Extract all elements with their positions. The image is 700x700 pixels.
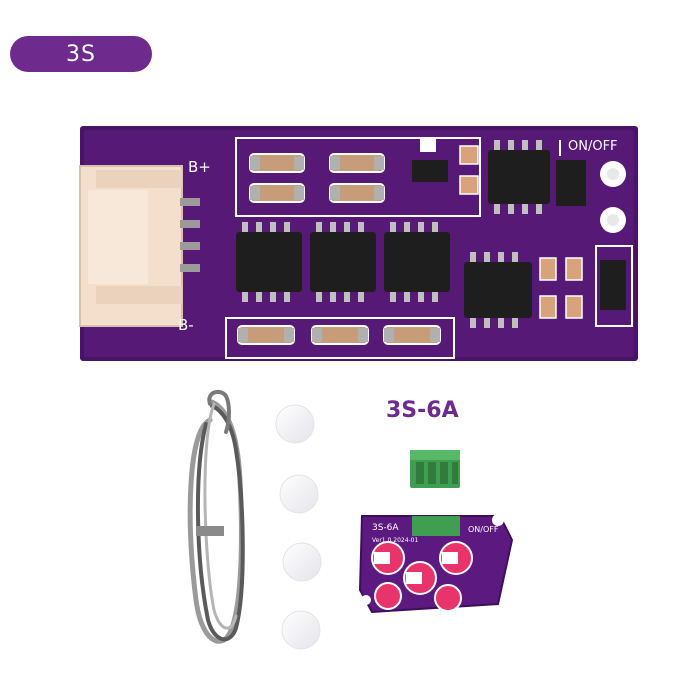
small-board-switch-label: ON/OFF (468, 525, 499, 534)
product-label: 3S-6A (386, 398, 459, 423)
foam-pad-4 (281, 610, 321, 650)
foam-pad-2 (279, 474, 319, 514)
foam-pad-1 (275, 404, 315, 444)
small-board-title: 3S-6A (372, 523, 399, 533)
capacitor-board: 3S-6A ON/OFF Ver1.0 2024-01 (358, 514, 514, 614)
foam-pad-3 (282, 542, 322, 582)
small-board-version: Ver1.0 2024-01 (372, 537, 418, 544)
switch-label: ON/OFF (568, 139, 618, 154)
b-plus-label: B+ (188, 158, 211, 176)
jst-connector (79, 165, 200, 327)
foam-pad-stack (275, 404, 322, 650)
b-minus-label: B- (178, 316, 194, 334)
mosfet-row (236, 150, 626, 318)
main-pcb: B+ B- ON/OFF (79, 126, 638, 361)
variant-badge: 3S (10, 36, 152, 72)
cable-coil (187, 389, 245, 644)
terminal-block (410, 450, 460, 488)
